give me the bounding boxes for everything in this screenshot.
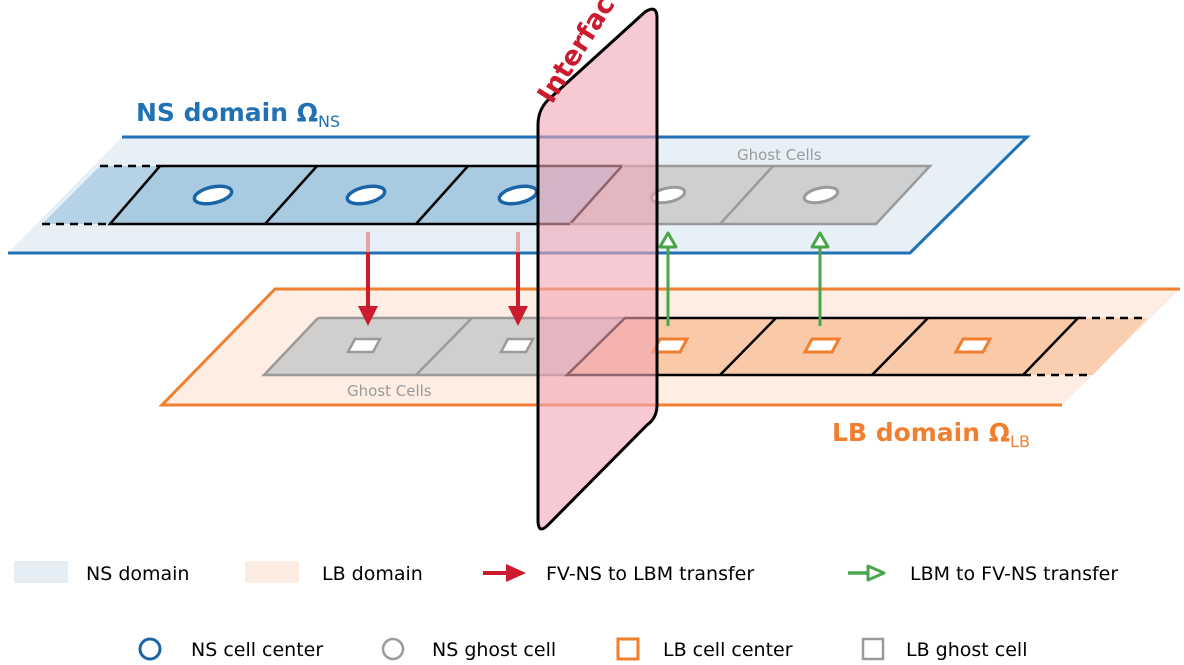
ns-cell-center [192,184,234,206]
legend-circle-blue-icon [138,637,162,661]
lb-cell-center [802,337,842,354]
legend-row-1: NS domain LB domain FV-NS to LBM transfe… [14,561,1118,585]
ghost-cells-bottom-label: Ghost Cells [347,382,432,400]
ns-to-lbm-arrows [358,232,528,326]
legend-label: NS domain [86,563,189,585]
legend-circle-gray-icon [381,637,405,661]
lbm-to-ns-arrows [658,231,830,326]
interface-plane [536,7,659,531]
ns-domain-title: NS domain ΩNS [136,98,340,131]
legend-label: NS ghost cell [432,639,556,661]
legend-label: LBM to FV-NS transfer [910,563,1118,585]
ghost-cells-top-label: Ghost Cells [737,146,822,164]
legend-label: NS cell center [191,639,323,661]
legend-label: LB ghost cell [906,639,1027,661]
legend-swatch-lb [245,561,299,583]
lb-cell-centers [345,337,993,354]
ns-ghost-cell [802,185,840,205]
lb-ghost-cell [345,337,383,354]
legend-square-orange-icon [616,637,640,661]
ns-cell-centers [192,184,840,206]
legend-label: LB cell center [663,639,793,661]
legend-label: FV-NS to LBM transfer [546,563,754,585]
lb-domain-title: LB domain ΩLB [832,418,1030,451]
ns-cell-center [345,184,387,206]
lb-cell-center [953,337,993,354]
legend-label: LB domain [322,563,423,585]
legend-square-gray-icon [861,637,885,661]
legend-swatch-ns [14,561,68,583]
legend-row-2: NS cell center NS ghost cell LB cell cen… [138,637,1027,661]
lb-ghost-cell [498,337,536,354]
